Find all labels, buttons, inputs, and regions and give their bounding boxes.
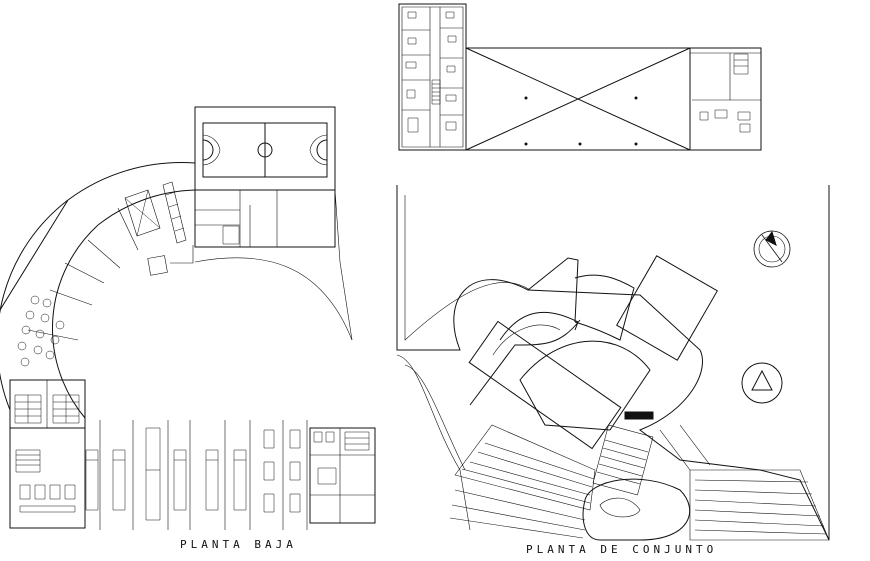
planta-baja-plan	[0, 107, 375, 530]
planta-conjunto-plan	[397, 185, 829, 540]
planta-conjunto-title: PLANTA DE CONJUNTO	[526, 543, 718, 556]
top-building-plan	[399, 4, 761, 150]
planta-baja-title: PLANTA BAJA	[180, 538, 297, 551]
